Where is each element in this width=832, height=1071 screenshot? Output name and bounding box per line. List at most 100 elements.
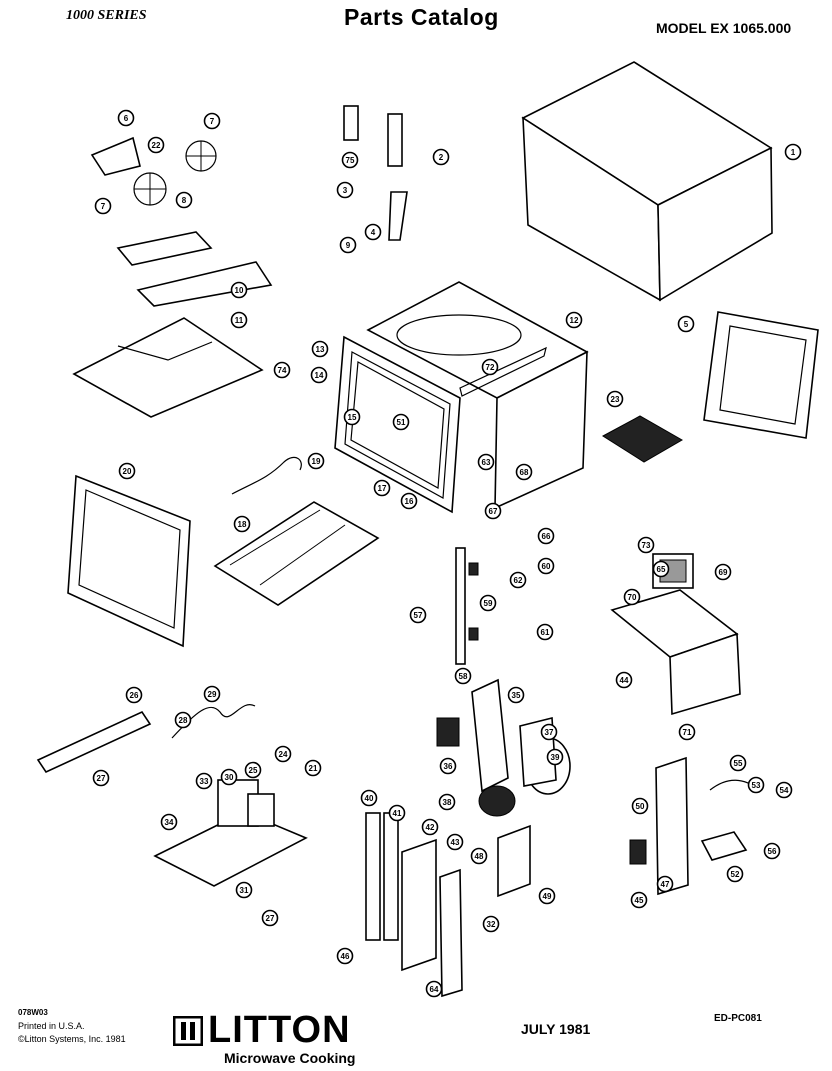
callout-number: 68 (520, 468, 529, 477)
callout-73: 73 (637, 536, 655, 554)
transformer-bracket-part (610, 589, 741, 716)
callout-6: 6 (117, 109, 135, 127)
callout-circle (203, 685, 221, 703)
callout-number: 63 (482, 458, 491, 467)
callout-41: 41 (388, 804, 406, 822)
callout-34: 34 (160, 813, 178, 831)
callout-22: 22 (147, 136, 165, 154)
callout-circle (364, 223, 382, 241)
callout-circle (477, 453, 495, 471)
callout-number: 7 (101, 202, 106, 211)
callout-number: 47 (661, 880, 670, 889)
callout-number: 25 (249, 766, 258, 775)
callout-number: 35 (512, 691, 521, 700)
callout-number: 49 (543, 892, 552, 901)
callout-circle (432, 148, 450, 166)
callout-number: 26 (130, 691, 139, 700)
callout-circle (339, 236, 357, 254)
callout-number: 44 (620, 676, 629, 685)
callout-circle (307, 452, 325, 470)
callout-circle (479, 594, 497, 612)
callout-61: 61 (536, 623, 554, 641)
callout-51: 51 (392, 413, 410, 431)
callout-12: 12 (565, 311, 583, 329)
callout-number: 2 (439, 153, 444, 162)
callout-circle (729, 754, 747, 772)
callout-circle (125, 686, 143, 704)
callout-number: 46 (341, 952, 350, 961)
callout-circle (726, 865, 744, 883)
callout-number: 36 (444, 762, 453, 771)
callout-circle (174, 711, 192, 729)
callout-number: 50 (636, 802, 645, 811)
callout-9: 9 (339, 236, 357, 254)
callout-60: 60 (537, 557, 555, 575)
callout-number: 65 (657, 565, 666, 574)
callout-70: 70 (623, 588, 641, 606)
outer-cabinet-part (521, 61, 773, 302)
callout-circle (678, 723, 696, 741)
callout-circle (439, 757, 457, 775)
callout-55: 55 (729, 754, 747, 772)
callout-35: 35 (507, 686, 525, 704)
callout-7: 7 (203, 112, 221, 130)
callout-53: 53 (747, 776, 765, 794)
callout-number: 56 (768, 847, 777, 856)
callout-27: 27 (92, 769, 110, 787)
callout-circle (623, 588, 641, 606)
fan-blades-part (90, 136, 217, 206)
callout-72: 72 (481, 358, 499, 376)
callout-number: 23 (611, 395, 620, 404)
callout-number: 67 (489, 507, 498, 516)
callout-45: 45 (630, 891, 648, 909)
callout-circle (509, 571, 527, 589)
bottom-panel-part (72, 317, 264, 418)
callout-circle (409, 606, 427, 624)
callout-75: 75 (341, 151, 359, 169)
callout-number: 74 (278, 366, 287, 375)
oven-tray-part (213, 501, 380, 606)
callout-27: 27 (261, 909, 279, 927)
callout-23: 23 (606, 390, 624, 408)
callout-circle (244, 761, 262, 779)
callout-25: 25 (244, 761, 262, 779)
callout-number: 53 (752, 781, 761, 790)
callout-circle (261, 909, 279, 927)
control-chassis-part (153, 779, 308, 887)
callout-circle (606, 390, 624, 408)
callout-64: 64 (425, 980, 443, 998)
callout-number: 29 (208, 690, 217, 699)
callout-number: 18 (238, 520, 247, 529)
callout-circle (118, 462, 136, 480)
callout-number: 7 (210, 117, 215, 126)
callout-circle (195, 772, 213, 790)
callout-65: 65 (652, 560, 670, 578)
callout-number: 39 (551, 753, 560, 762)
callout-circle (336, 181, 354, 199)
callout-29: 29 (203, 685, 221, 703)
callout-56: 56 (763, 842, 781, 860)
callout-circle (400, 492, 418, 510)
callout-number: 14 (315, 371, 324, 380)
callout-number: 27 (266, 914, 275, 923)
callout-circle (540, 723, 558, 741)
callout-32: 32 (482, 915, 500, 933)
callout-circle (537, 527, 555, 545)
control-bracket-part (629, 756, 761, 896)
callout-14: 14 (310, 366, 328, 384)
callout-number: 75 (346, 156, 355, 165)
callout-circle (714, 563, 732, 581)
callout-circle (311, 340, 329, 358)
callout-59: 59 (479, 594, 497, 612)
document-id: ED-PC081 (714, 1013, 762, 1024)
callout-circle (336, 947, 354, 965)
callout-number: 55 (734, 759, 743, 768)
callout-number: 51 (397, 418, 406, 427)
callout-31: 31 (235, 881, 253, 899)
callout-circle (343, 408, 361, 426)
callout-number: 5 (684, 320, 689, 329)
callout-15: 15 (343, 408, 361, 426)
callout-circle (630, 891, 648, 909)
